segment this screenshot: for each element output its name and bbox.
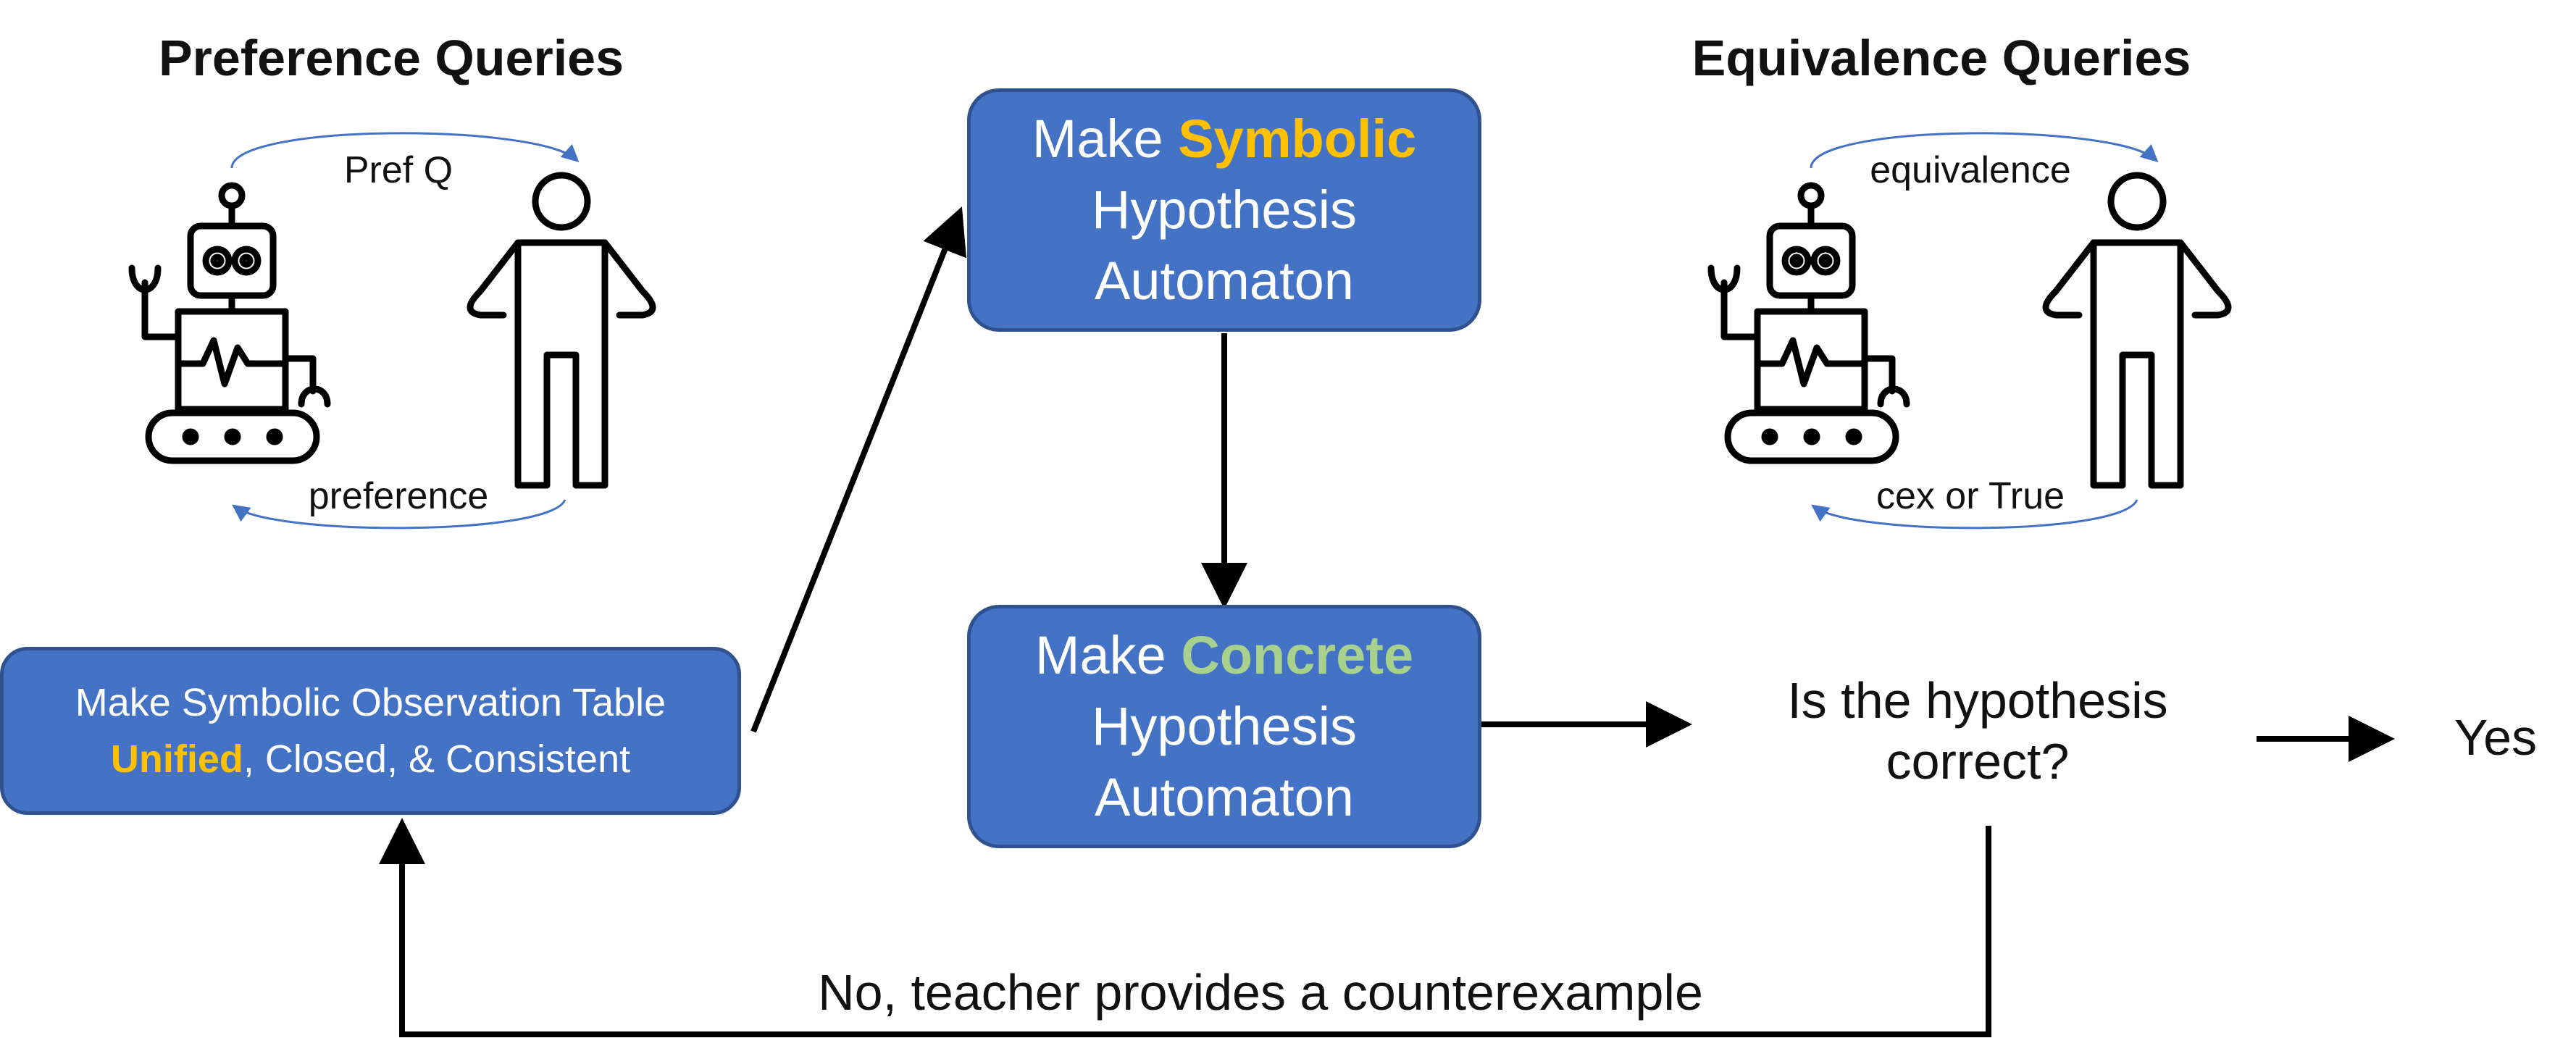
pref-q-label: Pref Q	[343, 149, 453, 191]
unified-highlight: Unified	[110, 737, 243, 781]
concrete-box-line3: Automaton	[1095, 767, 1354, 827]
symbolic-box-line3: Automaton	[1095, 251, 1354, 311]
robot-icon	[1707, 182, 1910, 464]
counterexample-feedback-arrow	[379, 818, 1991, 1037]
symbolic-box-line2: Hypothesis	[1091, 180, 1358, 240]
cex-arrow	[1811, 499, 2138, 530]
observation-table-box: Make Symbolic Observation Table Unified,…	[0, 647, 741, 815]
equivalence-queries-heading: Equivalence Queries	[1691, 30, 2191, 86]
equivalence-arrow	[1810, 132, 2159, 169]
table-to-symbolic-arrow	[750, 206, 967, 733]
equivalence-label: equivalence	[1870, 149, 2071, 191]
concrete-box-line2: Hypothesis	[1091, 696, 1358, 756]
preference-label: preference	[308, 475, 489, 517]
concrete-hypothesis-box: Make Concrete Hypothesis Automaton	[967, 605, 1481, 848]
person-icon	[467, 172, 656, 489]
cex-or-true-label: cex or True	[1875, 475, 2065, 517]
concrete-box-line1: Make Concrete	[1034, 625, 1414, 685]
symbolic-highlight: Symbolic	[1178, 109, 1417, 169]
concrete-highlight: Concrete	[1181, 625, 1414, 685]
person-icon	[2042, 172, 2232, 489]
preference-arrow	[232, 499, 566, 530]
hypothesis-correct-question: Is the hypothesis correct?	[1787, 672, 2168, 790]
preference-queries-heading: Preference Queries	[158, 30, 624, 86]
table-box-line2: Unified, Closed, & Consistent	[110, 737, 631, 781]
yes-label: Yes	[2454, 709, 2538, 766]
symbolic-hypothesis-box: Make Symbolic Hypothesis Automaton	[967, 88, 1481, 332]
symbolic-box-line1: Make Symbolic	[1032, 109, 1417, 169]
counterexample-label: No, teacher provides a counterexample	[818, 964, 1703, 1021]
table-box-line1: Make Symbolic Observation Table	[75, 681, 666, 724]
robot-icon	[128, 182, 331, 464]
pref-q-arrow	[230, 132, 580, 169]
